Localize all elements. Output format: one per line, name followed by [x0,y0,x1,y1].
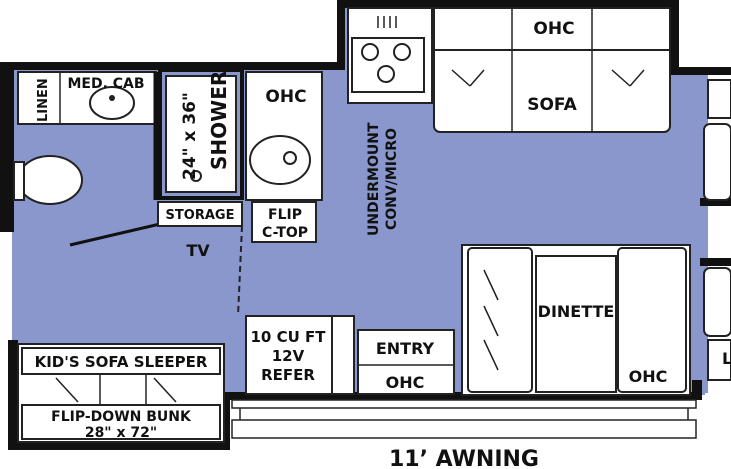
sink-icon [89,86,135,120]
fridge-label-2: 12V [272,347,305,365]
shower [158,68,244,200]
sofa [433,7,671,133]
galley-sink [245,71,323,201]
toilet-icon [17,155,83,205]
refrigerator [245,315,355,395]
fridge-label-1: 10 CU FT [251,328,327,346]
kids-sofa-sleeper [17,343,225,443]
entry [357,329,455,395]
ohc-dinette-label: OHC [629,367,668,386]
shower-drain-icon [190,170,202,182]
storage-label: STORAGE [166,208,235,223]
storage-cabinet [157,201,243,227]
bunk-label-2: 28" x 72" [85,425,157,441]
linen-label: LINEN [36,78,51,122]
stove [347,7,433,104]
microwave-label-2: CONV/MICRO [384,128,400,230]
cab-seats [703,79,731,381]
ohc-bath-label: OHC [265,87,306,107]
med-cab-label: MED. CAB [67,76,144,92]
bathroom [13,71,161,247]
dinette-label: DINETTE [538,302,615,321]
ohc-entry-label: OHC [386,373,425,392]
bath-divider [237,225,243,317]
cut-letter: L [722,349,731,368]
shower-size-label: 24" x 36" [180,92,200,180]
awning-label: 11’ AWNING [389,447,539,469]
galley-sink-icon [249,135,311,185]
tv-label: TV [186,241,210,260]
shower-label: SHOWER [207,71,231,170]
flip-label-2: C-TOP [262,225,308,241]
dinette [461,244,691,396]
burner-icon [393,43,411,61]
bunk-label-1: FLIP-DOWN BUNK [51,409,192,425]
kids-sofa-label: KID'S SOFA SLEEPER [35,353,208,371]
burner-icon [361,43,379,61]
flip-countertop [251,201,317,243]
burner-icon [377,65,395,83]
microwave-label-1: UNDERMOUNT [366,122,382,236]
awning [231,399,697,439]
flip-label-1: FLIP [268,207,302,223]
fridge-label-3: REFER [261,366,315,384]
sofa-label: SOFA [527,95,577,115]
entry-label: ENTRY [376,339,435,358]
ohc-top-label: OHC [533,19,574,39]
